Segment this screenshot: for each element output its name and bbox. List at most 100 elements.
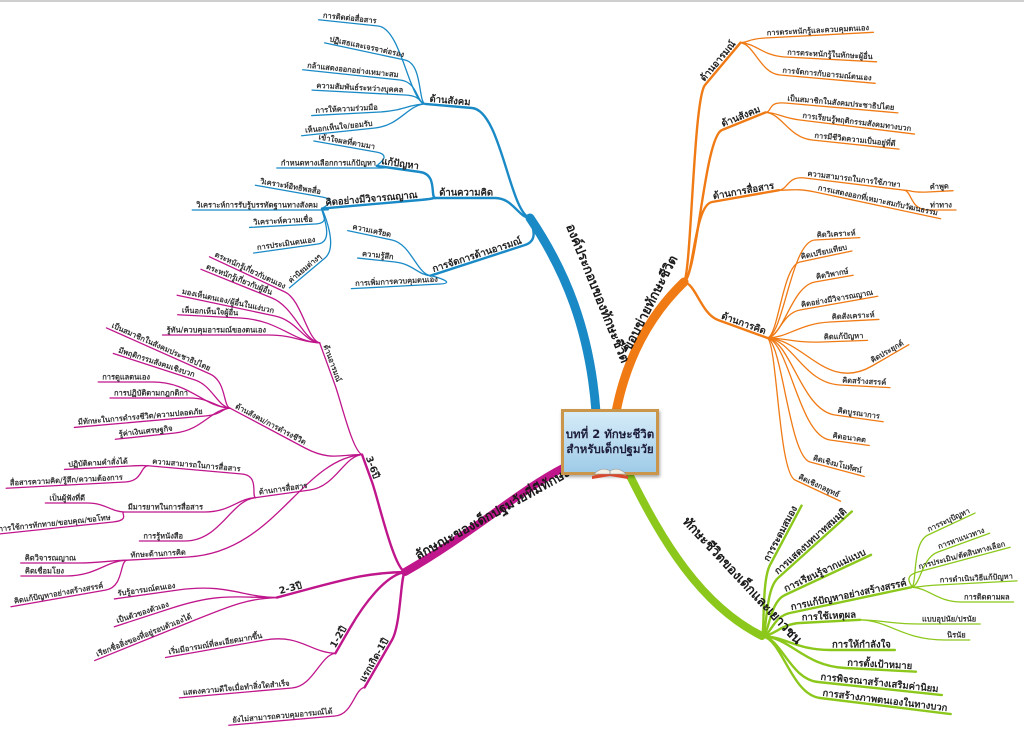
connector-branches-1-subs-2-subs-1	[778, 189, 942, 220]
connector-branches-0-subs-0-leaves-1	[324, 42, 426, 105]
connector-branches-0-subs-2-leaves-1	[357, 257, 432, 277]
connector-branches-3-subs-2-leaves-1	[178, 652, 337, 699]
leaf-node-branches-1-subs-3-leaves-10[interactable]: คิดเชิงมโนทัศน์	[812, 452, 864, 475]
branch-node-branches-2-subs-4[interactable]: การใช้เหตุผล	[801, 609, 856, 624]
leaf-node-branches-0-subs-0-leaves-4[interactable]: การให้ความร่วมมือ	[315, 103, 378, 115]
leaf-node-branches-0-subs-1-subs-0-leaves-1[interactable]: กำหนดทางเลือกการแก้ปัญหา	[281, 159, 376, 168]
leaf-node-branches-0-subs-1-subs-1-leaves-1[interactable]: วิเคราะห์การรับรู้บรรทัดฐานทางสังคม	[195, 201, 318, 211]
branch-node-branches-1-subs-3[interactable]: ด้านการคิด	[720, 310, 768, 337]
leaf-node-branches-3-subs-1-leaves-0[interactable]: รับรู้อารมณ์ตนเอง	[117, 581, 176, 599]
branch-node-branches-3-subs-3[interactable]: แรกเกิด-1ปี	[357, 636, 392, 684]
leaf-node-branches-3-subs-0-subs-2-subs-0-leaves-1[interactable]: สื่อสารความคิด/รู้สึก/ความต้องการ	[9, 471, 124, 489]
leaf-node-branches-3-subs-3-leaves-0[interactable]: ยังไม่สามารถควบคุมอารมณ์ได้	[232, 706, 333, 725]
leaf-label: ปฏิบัติตามคำสั่งได้	[68, 455, 128, 469]
connector-branches-3-subs-0-subs-1-leaves-1	[112, 352, 231, 409]
leaf-node-branches-0-subs-1-subs-1-leaves-0[interactable]: วิเคราะห์อิทธิพลสื่อ	[259, 174, 322, 196]
branch-node-branches-2-subs-5[interactable]: การให้กำลังใจ	[832, 639, 891, 651]
branch-node-branches-0-subs-2[interactable]: การจัดการด้านอารมณ์	[431, 235, 524, 275]
leaf-node-branches-3-subs-0-subs-1[interactable]: ด้านสังคม/การดำรงชีวิต	[234, 402, 308, 447]
branch-node-branches-0-subs-1-subs-0[interactable]: แก้ปัญหา	[381, 155, 420, 172]
leaf-label: รับรู้อารมณ์ตนเอง	[117, 581, 176, 599]
connector-branches-2-subs-3-leaves-4	[910, 586, 1015, 603]
leaf-node-branches-1-subs-1-leaves-0[interactable]: เป็นสมาชิกในสังคมประชาธิปไตย	[787, 93, 895, 112]
leaf-node-branches-3-subs-0-subs-2-subs-0-leaves-0[interactable]: ปฏิบัติตามคำสั่งได้	[68, 455, 128, 469]
leaf-label: คิดสังเคราะห์	[832, 310, 875, 321]
leaf-node-branches-3-subs-0-subs-0-leaves-4[interactable]: รู้ทัน/ควบคุมอารมณ์ของตนเอง	[167, 326, 267, 336]
leaf-node-branches-3-subs-0-subs-2-subs-2[interactable]: การรู้หนังสือ	[143, 532, 183, 542]
leaf-label: คิดอย่างมีวิจารณญาณ	[800, 288, 873, 310]
leaf-node-branches-1-subs-0-leaves-2[interactable]: การจัดการกับอารมณ์ตนเอง	[782, 66, 872, 83]
branch-node-branches-0-subs-1[interactable]: ด้านความคิด	[439, 187, 493, 199]
connector-branches-3-subs-0-subs-2-subs-2	[138, 496, 257, 542]
leaf-node-branches-1-subs-3-leaves-5[interactable]: คิดแก้ปัญหา	[824, 331, 864, 341]
leaf-node-branches-1-subs-3-leaves-4[interactable]: คิดสังเคราะห์	[832, 310, 875, 321]
leaf-node-branches-2-subs-4-leaves-1[interactable]: นิรนัย	[947, 631, 966, 640]
leaf-node-branches-1-subs-1-leaves-2[interactable]: การมีชีวิตความเป็นอยู่ที่ดี	[814, 129, 896, 149]
leaf-node-branches-3-subs-0-subs-1-leaves-4[interactable]: มีทักษะในการดำรงชีวิต/ความปลอดภัย	[77, 407, 202, 427]
leaf-node-branches-0-subs-1-subs-1-leaves-4[interactable]: ค่านิยมต่างๆ	[286, 252, 323, 285]
branch-node-branches-0-subs-1-subs-1[interactable]: คิดอย่างมีวิจารณญาณ	[325, 189, 418, 209]
leaf-node-branches-0-subs-1-subs-1-leaves-3[interactable]: การประเมินตนเอง	[256, 235, 316, 252]
main-label-scope[interactable]: ขอบข่ายทักษะชีวิต	[619, 253, 681, 354]
connector-branches-3-subs-3-leaves-0	[228, 686, 366, 726]
leaf-node-branches-3-subs-0-subs-3-leaves-1[interactable]: คิดเชื่อมโยง	[25, 565, 64, 576]
connector-branches-0-subs-1-subs-0	[375, 164, 437, 200]
leaf-node-branches-3-subs-0-subs-2-subs-1-leaves-0[interactable]: เป็นผู้ฟังที่ดี	[49, 492, 85, 504]
leaf-node-branches-2-subs-3-leaves-4[interactable]: การติดตามผล	[964, 593, 1010, 602]
leaf-node-branches-0-subs-1-subs-1-leaves-2[interactable]: วิเคราะห์ความเชื่อ	[252, 213, 313, 227]
connector-branches-3-subs-0-subs-2-subs-0-leaves-1	[5, 465, 149, 489]
leaf-node-branches-2-subs-3-leaves-3[interactable]: การดำเนินวิธีแก้ปัญหา	[940, 572, 1014, 585]
leaf-node-branches-3-subs-0-subs-2-subs-1[interactable]: มีมารยาทในการสื่อสาร	[128, 501, 204, 512]
leaf-node-branches-1-subs-3-leaves-3[interactable]: คิดอย่างมีวิจารณญาณ	[800, 288, 873, 310]
leaf-node-branches-0-subs-1-subs-0-leaves-0[interactable]: เข้าใจผลที่ตามมา	[318, 130, 376, 151]
connector-branches-1-subs-0-leaves-2	[739, 42, 876, 84]
leaf-label: คิดวิเคราะห์	[817, 228, 856, 239]
leaf-label: การติดตามผล	[964, 593, 1010, 602]
leaf-node-branches-2-subs-3-leaves-0[interactable]: การระบุปัญหา	[926, 506, 971, 534]
leaf-node-branches-1-subs-3-leaves-0[interactable]: คิดวิเคราะห์	[817, 228, 856, 239]
leaf-node-branches-1-subs-2-subs-0-leaves-1[interactable]: ท่าทาง	[930, 201, 952, 210]
branch-label: ด้านสังคม	[720, 103, 763, 130]
leaf-node-branches-3-subs-0-subs-1-leaves-5[interactable]: รู้ค่าเงินเศรษฐกิจ	[118, 424, 173, 440]
connector-branches-3-subs-0-subs-3	[126, 453, 363, 561]
leaf-node-branches-1-subs-3-leaves-7[interactable]: คิดสร้างสรรค์	[842, 376, 886, 387]
leaf-node-branches-1-subs-0-leaves-0[interactable]: การตระหนักรู้และควบคุมตนเอง	[767, 23, 870, 38]
connector-branches-1-subs-0-leaves-1	[739, 42, 878, 63]
leaf-node-branches-1-subs-2-subs-0-leaves-0[interactable]: คำพูด	[930, 181, 950, 192]
branch-label: การจัดการด้านอารมณ์	[431, 235, 524, 275]
leaf-label: เป็นผู้ฟังที่ดี	[49, 492, 85, 504]
leaf-node-branches-1-subs-3-leaves-11[interactable]: คิดเชิงกลยุทธ์	[797, 472, 841, 499]
leaf-node-branches-3-subs-2-leaves-1[interactable]: แสดงความดีใจเมื่อทำสิ่งใดสำเร็จ	[182, 677, 290, 697]
branch-label: ด้านการคิด	[720, 310, 768, 337]
leaf-node-branches-3-subs-0-subs-3[interactable]: ทักษะด้านการคิด	[130, 548, 186, 560]
leaf-label: แสดงความดีใจเมื่อทำสิ่งใดสำเร็จ	[182, 677, 290, 697]
leaf-node-branches-0-subs-2-leaves-2[interactable]: การเพิ่มการควบคุมตนเอง	[355, 273, 438, 288]
leaf-label: คิดเชิงกลยุทธ์	[797, 472, 841, 499]
leaf-node-branches-0-subs-2-leaves-0[interactable]: ความเครียด	[352, 222, 392, 239]
leaf-label: คิดสร้างสรรค์	[842, 376, 886, 387]
connector-branches-2-subs-3-leaves-1	[910, 532, 991, 588]
connector-branches-0-subs-0	[423, 102, 532, 220]
leaf-node-branches-3-subs-0-subs-2-subs-1-leaves-1[interactable]: รู้การใช้การทักทาย/ขอบคุณ/ขอโทษ	[0, 512, 111, 535]
leaf-node-branches-1-subs-3-leaves-1[interactable]: คิดเปรียบเทียบ	[800, 242, 848, 261]
leaf-node-branches-2-subs-4-leaves-0[interactable]: แบบอุปนัย/ปรนัย	[922, 615, 976, 624]
leaf-label: สื่อสารความคิด/รู้สึก/ความต้องการ	[9, 471, 124, 489]
leaf-node-branches-3-subs-0-subs-0-leaves-3[interactable]: เห็นอกเห็นใจผู้อื่น	[182, 303, 240, 318]
leaf-node-branches-0-subs-0-leaves-2[interactable]: กล้าแสดงออกอย่างเหมาะสม	[307, 61, 399, 80]
branch-node-branches-0-subs-0[interactable]: ด้านสังคม	[429, 93, 471, 109]
leaf-node-branches-1-subs-3-leaves-6[interactable]: คิดประยุกต์	[869, 338, 905, 364]
leaf-node-branches-3-subs-0-subs-3-leaves-0[interactable]: คิดวิจารณญาณ	[25, 554, 76, 563]
branch-node-branches-3-subs-1[interactable]: 2-3ปี	[278, 579, 304, 597]
main-branch-orange	[611, 277, 689, 417]
connector-branches-3-subs-0-subs-2-subs-1-leaves-0	[44, 502, 125, 513]
leaf-label: กล้าแสดงออกอย่างเหมาะสม	[307, 61, 399, 80]
branch-node-branches-1-subs-1[interactable]: ด้านสังคม	[720, 103, 763, 130]
leaf-node-branches-1-subs-3-leaves-8[interactable]: คิดบูรณาการ	[837, 406, 882, 422]
leaf-node-branches-3-subs-0-subs-1-leaves-3[interactable]: การปฏิบัติตามกฎกติกา	[114, 389, 188, 398]
leaf-node-branches-3-subs-0-subs-1-leaves-2[interactable]: การดูแลตนเอง	[102, 373, 150, 383]
central-topic[interactable]: บทที่ 2 ทักษะชีวิต สำหรับเด็กปฐมวัย	[561, 409, 659, 475]
branch-node-branches-1-subs-2[interactable]: ด้านการสื่อสาร	[712, 177, 776, 202]
connector-branches-3-subs-0-subs-1-leaves-3	[109, 397, 231, 409]
branch-node-branches-1-subs-0[interactable]: ด้านอารมณ์	[697, 38, 738, 84]
